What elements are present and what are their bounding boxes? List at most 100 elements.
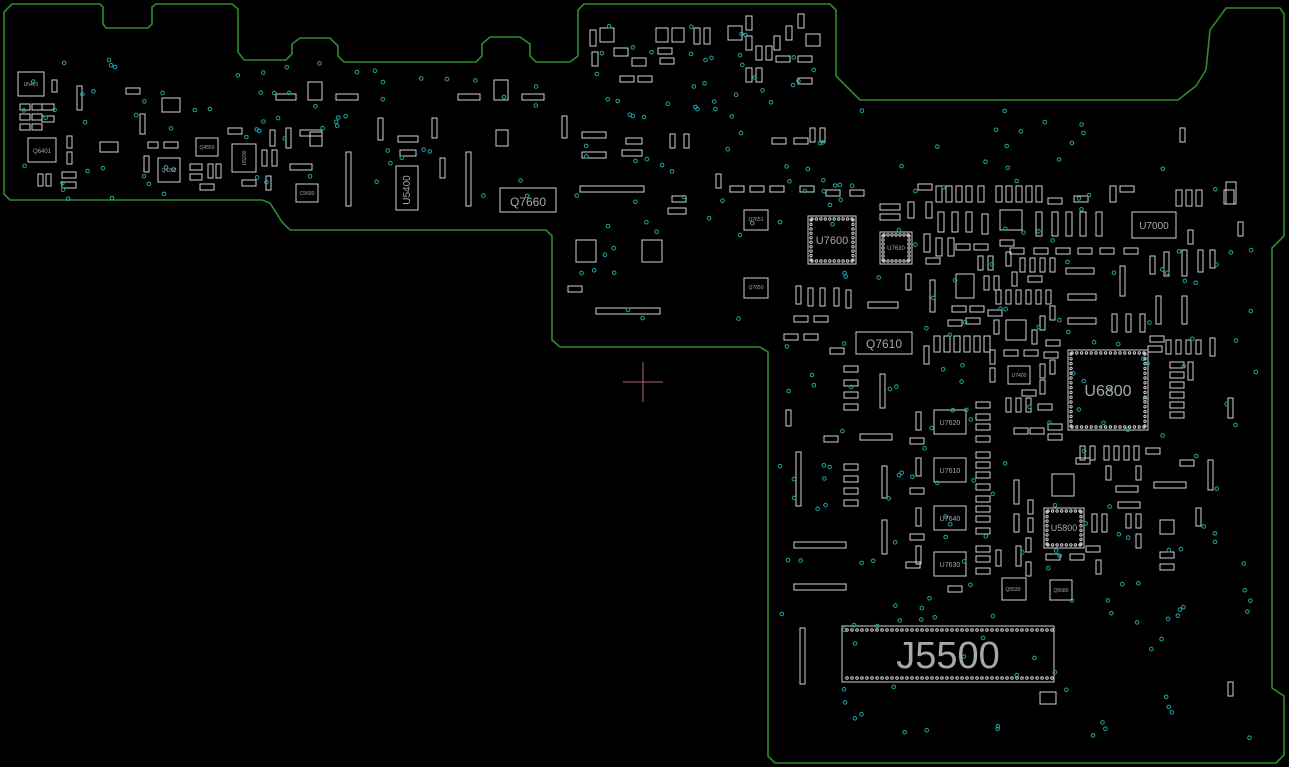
connector-pin bbox=[995, 676, 999, 680]
chip-pin bbox=[1045, 510, 1049, 514]
via bbox=[849, 384, 854, 390]
chip-pin bbox=[851, 231, 855, 236]
via bbox=[1166, 547, 1172, 553]
chip-pin bbox=[907, 258, 911, 262]
chip-pin bbox=[1079, 425, 1084, 429]
via bbox=[602, 252, 608, 257]
via bbox=[60, 180, 65, 186]
label-u7630: U7630 bbox=[940, 562, 961, 569]
chip-pin bbox=[832, 259, 836, 263]
via bbox=[579, 270, 584, 276]
chip-pin bbox=[809, 236, 813, 240]
connector-pin bbox=[910, 676, 914, 680]
label-u5200: U5200 bbox=[242, 150, 248, 165]
via bbox=[968, 417, 974, 422]
chip-pin bbox=[1055, 509, 1059, 513]
connector-pin bbox=[950, 676, 954, 680]
via bbox=[633, 199, 638, 205]
via bbox=[842, 627, 847, 633]
connector-pin bbox=[925, 628, 929, 632]
label-q7660: Q7660 bbox=[510, 195, 546, 209]
connector-pin bbox=[975, 628, 979, 632]
via bbox=[583, 143, 589, 149]
chip-pin bbox=[1069, 509, 1073, 513]
via bbox=[1247, 735, 1252, 741]
via bbox=[641, 114, 647, 120]
via bbox=[427, 149, 433, 154]
chip-pin bbox=[1064, 543, 1069, 547]
via bbox=[1052, 503, 1058, 508]
via bbox=[691, 84, 697, 89]
via bbox=[669, 169, 675, 174]
via bbox=[271, 90, 277, 96]
via bbox=[1020, 550, 1025, 555]
chip-pin bbox=[1108, 351, 1113, 355]
via bbox=[768, 100, 774, 105]
via bbox=[725, 146, 731, 152]
chip-pin bbox=[1143, 400, 1147, 404]
via bbox=[891, 684, 897, 690]
via bbox=[633, 158, 638, 164]
via bbox=[941, 184, 946, 190]
via bbox=[815, 506, 820, 512]
via bbox=[399, 155, 405, 160]
connector-pin bbox=[905, 628, 909, 632]
connector-pin bbox=[850, 628, 854, 632]
chip-pin bbox=[809, 218, 813, 222]
chip-pin bbox=[1079, 528, 1083, 532]
via bbox=[244, 134, 249, 140]
via bbox=[896, 227, 902, 233]
chip-pin bbox=[809, 258, 813, 262]
chip-pin bbox=[1069, 385, 1073, 390]
via bbox=[859, 712, 864, 717]
component-pads[interactable] bbox=[17, 13, 1244, 705]
connector-pin bbox=[875, 676, 879, 680]
via bbox=[796, 78, 801, 84]
connector-pin bbox=[885, 676, 889, 680]
via bbox=[1002, 461, 1008, 466]
via bbox=[805, 166, 811, 172]
via bbox=[760, 88, 765, 93]
connector-pin bbox=[1010, 676, 1014, 680]
via bbox=[832, 183, 838, 188]
via bbox=[1027, 404, 1032, 410]
via bbox=[1182, 278, 1188, 284]
chip-pin bbox=[1143, 424, 1147, 428]
via bbox=[892, 540, 898, 545]
chip-pin bbox=[814, 259, 819, 263]
via bbox=[380, 79, 386, 85]
via bbox=[1014, 178, 1019, 184]
via bbox=[695, 106, 700, 112]
via bbox=[897, 618, 903, 623]
connector-pin bbox=[880, 628, 884, 632]
connector-pin bbox=[900, 628, 904, 632]
label-u5400: U5400 bbox=[402, 175, 413, 205]
chip-pin bbox=[1132, 425, 1137, 429]
via bbox=[1091, 339, 1097, 345]
chip-pin bbox=[1079, 514, 1083, 519]
via bbox=[524, 193, 530, 199]
via bbox=[830, 221, 835, 227]
via bbox=[611, 245, 617, 251]
chip-pin bbox=[851, 222, 855, 227]
via bbox=[1081, 130, 1086, 136]
via bbox=[1107, 504, 1112, 509]
chip-pin bbox=[1045, 537, 1049, 542]
via bbox=[791, 55, 797, 60]
via bbox=[980, 635, 986, 641]
via bbox=[929, 425, 934, 431]
connector-pin bbox=[950, 628, 954, 632]
chip-pin bbox=[881, 242, 885, 246]
via bbox=[1064, 687, 1069, 693]
chip-pin bbox=[1073, 543, 1078, 547]
chip-pin bbox=[1045, 519, 1049, 523]
connector-pin bbox=[890, 676, 894, 680]
via bbox=[1100, 720, 1105, 725]
chip-pin bbox=[907, 242, 911, 246]
connector-pin bbox=[865, 676, 869, 680]
crosshair-cursor bbox=[623, 362, 663, 402]
connector-pin bbox=[1030, 676, 1034, 680]
connector-pin bbox=[955, 628, 959, 632]
chip-pin bbox=[1089, 351, 1093, 355]
